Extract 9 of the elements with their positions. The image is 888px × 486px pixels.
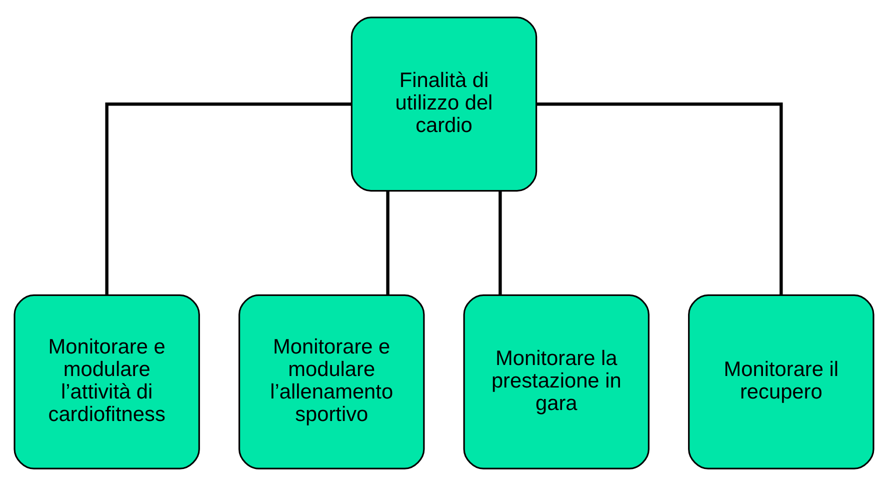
connector bbox=[498, 191, 502, 296]
node-box: Monitorare il recupero bbox=[688, 294, 874, 470]
node-box: Monitorare e modulare l’attività di cardiofitness bbox=[14, 294, 200, 470]
connector bbox=[536, 102, 783, 295]
node-box: Monitorare e modulare l’allenamento sportivo bbox=[238, 294, 425, 470]
node-box: Finalità di utilizzo del cardio bbox=[350, 16, 538, 192]
connector bbox=[105, 102, 352, 295]
connector bbox=[386, 191, 390, 296]
node-box: Monitorare la prestazione in gara bbox=[463, 294, 650, 470]
